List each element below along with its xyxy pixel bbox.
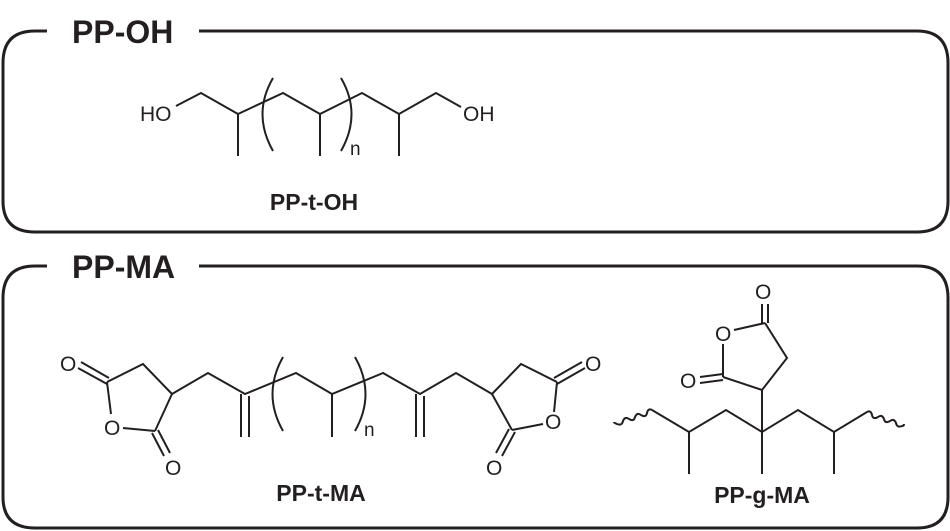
wavy-bond-right-icon bbox=[866, 410, 905, 428]
structure-label-pp-g-ma: PP-g-MA bbox=[714, 482, 810, 508]
atom-o-left-bottom: O bbox=[165, 457, 181, 480]
panel-pp-oh-title: PP-OH bbox=[72, 14, 173, 50]
repeat-bracket-open bbox=[261, 77, 274, 152]
structure-label-pp-t-oh: PP-t-OH bbox=[270, 189, 358, 215]
backbone-bonds bbox=[175, 91, 462, 116]
carbonyl-bond-c bbox=[151, 432, 165, 457]
carbonyl-bond-g bbox=[495, 428, 510, 454]
right-ring-bond-c-o bbox=[553, 381, 558, 413]
atom-ho-left: HO bbox=[140, 103, 172, 126]
repeat-bracket-close bbox=[340, 77, 353, 152]
atom-o-left-top: O bbox=[60, 353, 76, 376]
carbonyl-bond-a bbox=[77, 367, 108, 385]
carbonyl-bond-e bbox=[556, 367, 586, 385]
carbonyl-bond-h bbox=[501, 431, 516, 457]
atom-o-right-ring: O bbox=[545, 411, 561, 434]
carbonyl-bond-k bbox=[699, 373, 724, 378]
carbonyl-bond-l bbox=[699, 379, 724, 384]
carbonyl-bond-d bbox=[157, 429, 171, 454]
atom-o-left-ring: O bbox=[104, 417, 120, 440]
pp-g-ma-backbone bbox=[651, 408, 868, 434]
panel-pp-oh: PP-OH HO n OH PP-t-OH bbox=[1, 14, 950, 234]
atom-o-graft-left: O bbox=[680, 370, 696, 393]
panel-pp-ma-frame bbox=[1, 264, 950, 530]
repeat-subscript-n-ma: n bbox=[364, 420, 375, 441]
repeat-bracket-open-ma bbox=[271, 356, 284, 432]
graft-ring-bonds bbox=[722, 322, 789, 392]
atom-oh-right: OH bbox=[463, 103, 495, 126]
atom-o-graft-ring: O bbox=[715, 323, 731, 346]
right-ring-bond-o-c bbox=[511, 423, 544, 431]
left-ring-bond-o-c bbox=[122, 427, 156, 432]
repeat-subscript-n: n bbox=[350, 139, 361, 160]
atom-o-right-top: O bbox=[585, 353, 601, 376]
left-ring-bonds-upper bbox=[106, 362, 174, 432]
pp-t-ma-backbone bbox=[171, 371, 493, 396]
left-ring-bond-c-o bbox=[106, 381, 112, 415]
panel-pp-oh-frame bbox=[1, 29, 950, 234]
carbonyl-bond-b bbox=[80, 361, 110, 379]
graft-ring-bond-o-c bbox=[733, 322, 766, 331]
panel-pp-ma-title: PP-MA bbox=[72, 249, 175, 285]
structure-pp-t-oh: HO n OH PP-t-OH bbox=[140, 77, 495, 215]
carbonyl-bond-f bbox=[553, 361, 583, 379]
structure-pp-t-ma: O O O n O O bbox=[60, 353, 601, 506]
right-ring-bonds-upper bbox=[491, 362, 558, 395]
atom-o-graft-top: O bbox=[755, 281, 771, 304]
repeat-bracket-close-ma bbox=[354, 356, 367, 432]
structure-pp-g-ma: O O O PP-g-MA bbox=[613, 281, 905, 508]
structure-label-pp-t-ma: PP-t-MA bbox=[276, 480, 365, 506]
wavy-bond-left-icon bbox=[613, 408, 653, 426]
panel-pp-ma: PP-MA O O O n bbox=[1, 249, 950, 530]
right-ring-bond-ch-c bbox=[491, 393, 513, 431]
atom-o-right-bottom: O bbox=[486, 457, 502, 480]
